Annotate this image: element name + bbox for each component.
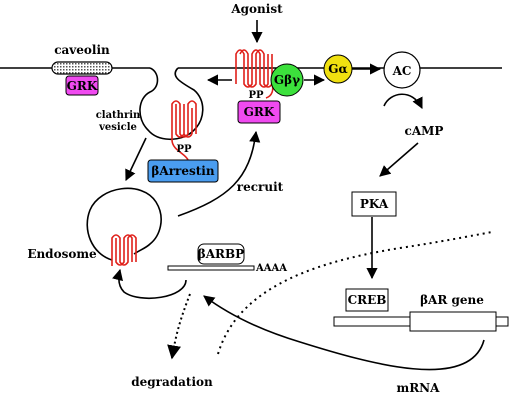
mrna-arrow: [203, 295, 485, 371]
ac-label: AC: [392, 64, 412, 78]
caveolin-label: caveolin: [54, 43, 110, 57]
clathrin-pit: [139, 67, 204, 141]
grk-membrane-label: GRK: [67, 79, 98, 93]
agonist-label: Agonist: [230, 2, 283, 16]
barrestin-box: [147, 159, 219, 183]
ac-to-camp-arrow: [383, 93, 423, 110]
endosome-shape: [86, 187, 162, 261]
degradation-label: degradation: [131, 375, 213, 389]
bar-gene-box: [409, 311, 497, 332]
gbg-circle: [270, 63, 304, 97]
clathrin-vesicle-label-1: clathrin: [96, 110, 141, 121]
camp-label: cAMP: [405, 124, 444, 138]
mrna-strand: [167, 265, 255, 271]
gbg-label: Gβγ: [274, 73, 300, 87]
bar-gene-label: βAR gene: [420, 293, 484, 307]
pp-vesicle-label: PP: [176, 144, 192, 155]
degradation-arrow: [167, 293, 191, 360]
receptor-vesicle-icon: [171, 100, 197, 168]
clathrin-vesicle-label-2: vesicle: [98, 122, 137, 133]
grk-receptor-box: [237, 100, 281, 124]
endosome-label: Endosome: [27, 247, 97, 261]
ac-circle: [383, 51, 421, 89]
pka-label: PKA: [360, 197, 389, 211]
barbp-label: βARBP: [198, 247, 244, 261]
vesicle-to-endosome-arrow: [125, 137, 147, 182]
pka-box: [351, 191, 397, 217]
recruit-arrow: [177, 130, 261, 217]
barbp-box: [197, 243, 245, 265]
creb-box: [345, 288, 389, 312]
grk-membrane-box: [65, 75, 99, 96]
creb-label: CREB: [348, 293, 387, 307]
galpha-label: Gα: [328, 62, 347, 76]
camp-to-pka-arrow: [379, 142, 419, 177]
recycling-arrow: [112, 268, 187, 299]
caveolin-shape: [51, 61, 113, 75]
recruit-label: recruit: [237, 180, 284, 194]
barrestin-label: βArrestin: [151, 164, 214, 178]
pp-receptor-label: PP: [248, 90, 264, 101]
receptor-endosome-icon: [111, 234, 137, 266]
mrna-label: mRNA: [397, 381, 441, 395]
grk-receptor-label: GRK: [244, 105, 275, 119]
polya-label: AAAA: [255, 263, 287, 274]
